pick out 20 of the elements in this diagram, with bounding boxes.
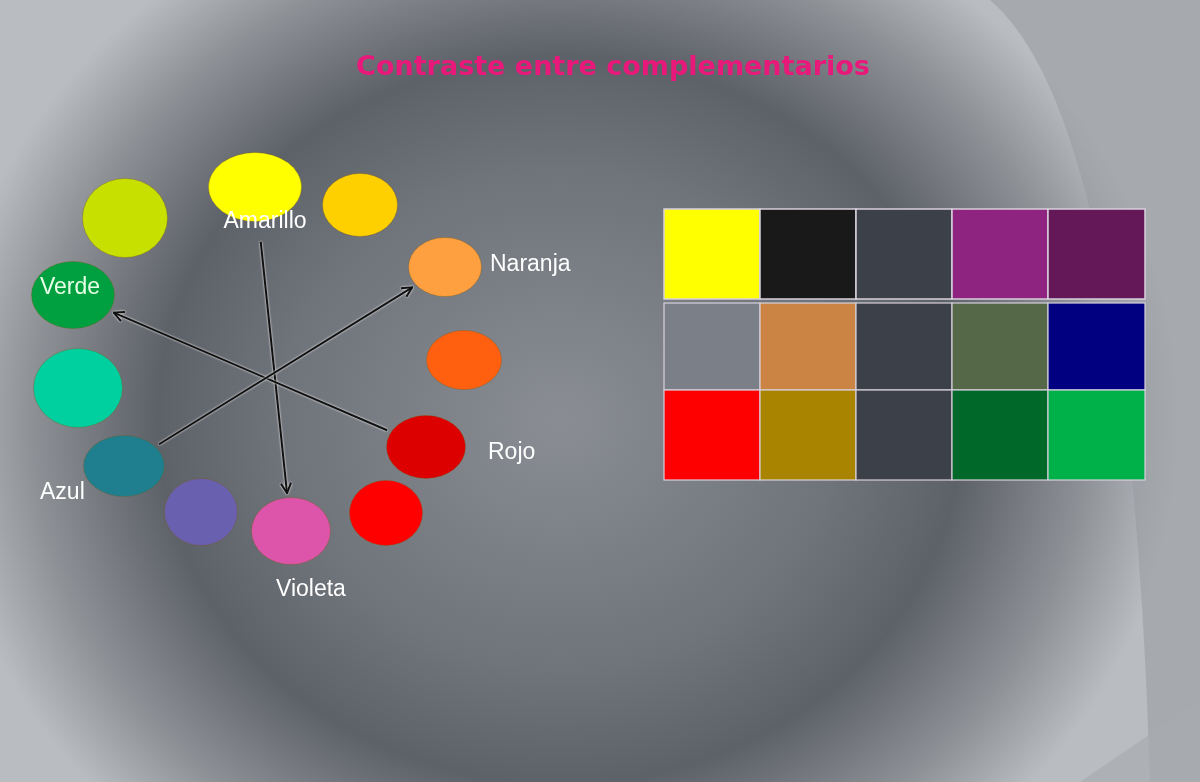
color-circle xyxy=(83,435,165,497)
color-name: Verde xyxy=(39,273,101,300)
color-circle xyxy=(349,480,423,546)
color-name: Azul xyxy=(40,478,85,505)
arrow xyxy=(112,310,389,432)
arrow xyxy=(259,240,292,495)
title: Contraste entre complementarios xyxy=(355,50,871,81)
color-circle xyxy=(251,497,331,565)
color-circle xyxy=(82,178,168,258)
arrow xyxy=(158,286,414,446)
color-name: Violeta xyxy=(276,575,346,602)
color-circle xyxy=(408,237,482,297)
color-circle xyxy=(426,330,502,390)
color-circle xyxy=(31,261,115,329)
color-name: Naranja xyxy=(490,250,571,277)
color-circle xyxy=(164,478,238,546)
color-name: Rojo xyxy=(488,438,536,465)
color-circle xyxy=(33,348,123,428)
color-circle xyxy=(386,415,466,479)
color-circle xyxy=(322,173,398,237)
